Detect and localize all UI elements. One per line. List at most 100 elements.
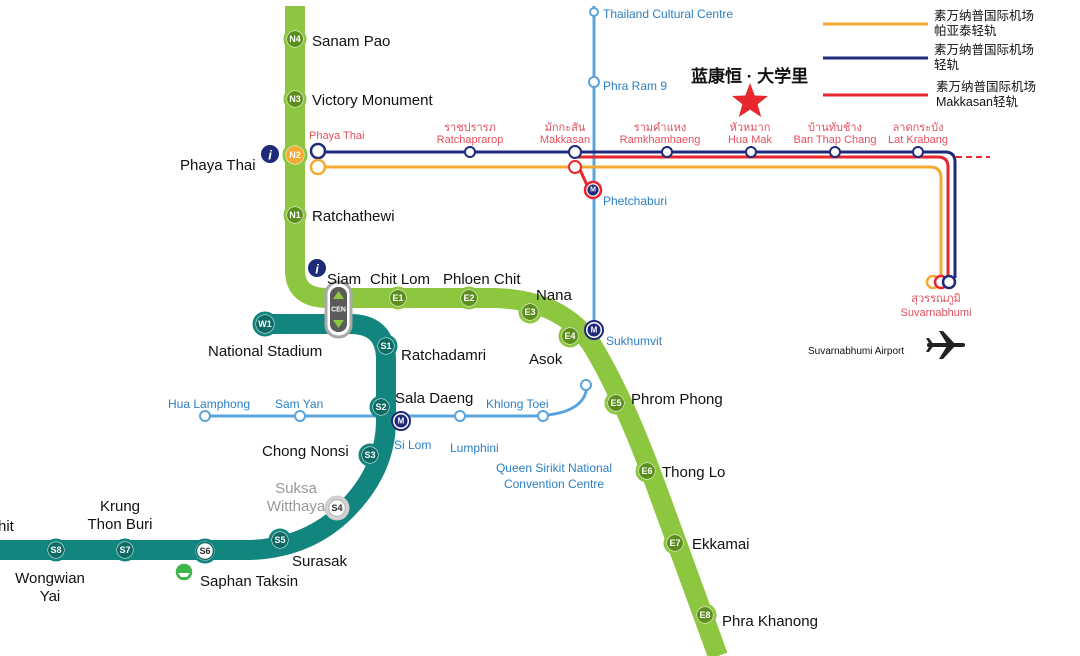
station-e1: E1 bbox=[386, 286, 410, 310]
svg-text:S1: S1 bbox=[380, 341, 391, 351]
arl-thai-ban-thap-chang: บ้านทับช้าง bbox=[808, 122, 862, 134]
station-e3: E3 bbox=[518, 300, 542, 324]
mrt-label-thailand-cultural-centre: Thailand Cultural Centre bbox=[603, 7, 733, 21]
arl-thai-ratchaprarop: ราชปรารภ bbox=[444, 122, 496, 134]
airport-rail-link-lines bbox=[318, 150, 990, 278]
svg-text:E6: E6 bbox=[641, 466, 652, 476]
arl-station-phaya-thai-city bbox=[309, 142, 327, 160]
station-label-phra-khanong: Phra Khanong bbox=[722, 613, 818, 630]
svg-text:E7: E7 bbox=[669, 538, 680, 548]
station-s8: S8 bbox=[44, 538, 68, 562]
arl-station-suvarnabhumi-navy bbox=[941, 274, 957, 290]
mrt-label-sam-yan: Sam Yan bbox=[275, 397, 323, 411]
station-label-sanam-pao: Sanam Pao bbox=[312, 33, 390, 50]
airport-marker: Suvarnabhumi Airport bbox=[808, 331, 965, 359]
station-label-phaya-thai: Phaya Thai bbox=[180, 157, 256, 174]
mrt-station-marker bbox=[454, 410, 466, 422]
station-label-sala-daeng: Sala Daeng bbox=[395, 390, 473, 407]
station-n3: N3 bbox=[283, 87, 307, 111]
svg-text:i: i bbox=[315, 262, 319, 277]
station-w1: W1 bbox=[252, 311, 278, 337]
airplane-icon bbox=[926, 331, 965, 359]
arl-station-marker bbox=[745, 146, 757, 158]
svg-text:E8: E8 bbox=[699, 610, 710, 620]
station-s6: S6 bbox=[192, 538, 218, 564]
svg-text:S5: S5 bbox=[274, 535, 285, 545]
svg-text:S8: S8 bbox=[50, 545, 61, 555]
station-n2: N2 bbox=[282, 142, 308, 168]
arl-label-makkasan: Makkasan bbox=[540, 134, 590, 146]
bts-sukhumvit-line bbox=[285, 6, 728, 656]
airport-link-stations: Phaya Thai ราชปรารภ Ratchaprarop มักกะสั… bbox=[309, 122, 971, 319]
station-s2: S2 bbox=[369, 395, 393, 419]
station-label-phloen-chit: Phloen Chit bbox=[443, 271, 521, 288]
arl-thai-lat-krabang: ลาดกระบัง bbox=[893, 122, 944, 134]
legend-text-0: 素万纳普国际机场帕亚泰轻轨 bbox=[934, 9, 1034, 38]
star-icon bbox=[732, 83, 768, 117]
station-label-ratchathewi: Ratchathewi bbox=[312, 208, 395, 225]
arl-thai-suvarnabhumi: สุวรรณภูมิ bbox=[911, 293, 960, 305]
station-label-nana: Nana bbox=[536, 287, 573, 304]
svg-text:N2: N2 bbox=[289, 150, 301, 160]
station-e4: E4 bbox=[558, 324, 582, 348]
arl-station-makkasan bbox=[568, 145, 582, 159]
mrt-station-marker bbox=[588, 76, 600, 88]
station-label-victory-monument: Victory Monument bbox=[312, 92, 433, 109]
svg-text:N3: N3 bbox=[289, 94, 301, 104]
svg-text:i: i bbox=[268, 148, 272, 163]
station-s7: S7 bbox=[113, 538, 137, 562]
arl-label-ratchaprarop: Ratchaprarop bbox=[437, 134, 504, 146]
svg-text:E5: E5 bbox=[610, 398, 621, 408]
svg-text:S4: S4 bbox=[331, 503, 342, 513]
svg-text:E4: E4 bbox=[564, 331, 575, 341]
svg-text:E1: E1 bbox=[392, 293, 403, 303]
legend-text-1: 素万纳普国际机场轻轨 bbox=[934, 43, 1034, 72]
highlight-label: 蓝康恒 · 大学里 bbox=[691, 66, 808, 86]
mrt-label-phetchaburi: Phetchaburi bbox=[603, 194, 667, 208]
airport-label: Suvarnabhumi Airport bbox=[808, 346, 904, 357]
svg-text:E2: E2 bbox=[463, 293, 474, 303]
station-e2: E2 bbox=[457, 286, 481, 310]
station-s3: S3 bbox=[358, 443, 382, 467]
svg-text:N1: N1 bbox=[289, 210, 301, 220]
station-e6: E6 bbox=[635, 459, 659, 483]
info-icon: i bbox=[261, 145, 279, 163]
sukhumvit-stations: N4 Sanam Pao N3 Victory Monument N2 i Ph… bbox=[180, 27, 818, 630]
arl-label-lat-krabang: Lat Krabang bbox=[888, 134, 948, 146]
mrt-badge-phetchaburi: M bbox=[583, 180, 603, 200]
info-icon: i bbox=[308, 259, 326, 277]
station-label-cut-off: hit bbox=[0, 518, 15, 535]
svg-text:M: M bbox=[590, 187, 596, 194]
arl-label-suvarnabhumi: Suvarnabhumi bbox=[901, 307, 972, 319]
station-label-national-stadium: National Stadium bbox=[208, 343, 322, 360]
bts-silom-line bbox=[0, 314, 396, 560]
arl-label-ramkhamhaeng: Ramkhamhaeng bbox=[620, 134, 701, 146]
mrt-label-lumphini: Lumphini bbox=[450, 441, 499, 455]
arl-label-phaya-thai: Phaya Thai bbox=[309, 130, 364, 142]
mrt-station-marker bbox=[199, 410, 211, 422]
mrt-label-hua-lamphong: Hua Lamphong bbox=[168, 397, 250, 411]
svg-text:S6: S6 bbox=[199, 546, 210, 556]
station-label-chit-lom: Chit Lom bbox=[370, 271, 430, 288]
svg-text:CEN: CEN bbox=[331, 307, 346, 314]
svg-text:S2: S2 bbox=[375, 402, 386, 412]
svg-text:N4: N4 bbox=[289, 34, 301, 44]
station-n4: N4 bbox=[283, 27, 307, 51]
highlight-marker: 蓝康恒 · 大学里 bbox=[691, 66, 808, 117]
arl-station-marker bbox=[661, 146, 673, 158]
arl-station-marker bbox=[912, 146, 924, 158]
station-label-saphan-taksin: Saphan Taksin bbox=[200, 573, 298, 590]
svg-text:S7: S7 bbox=[119, 545, 130, 555]
svg-text:E3: E3 bbox=[524, 307, 535, 317]
silom-stations: W1 National Stadium S1 Ratchadamri S2 Sa… bbox=[0, 311, 486, 605]
arl-thai-hua-mak: หัวหมาก bbox=[730, 122, 771, 134]
mrt-station-marker bbox=[589, 7, 599, 17]
station-label-asok: Asok bbox=[529, 351, 563, 368]
station-e8: E8 bbox=[693, 603, 717, 627]
mrt-label-phra-ram-9: Phra Ram 9 bbox=[603, 79, 667, 93]
